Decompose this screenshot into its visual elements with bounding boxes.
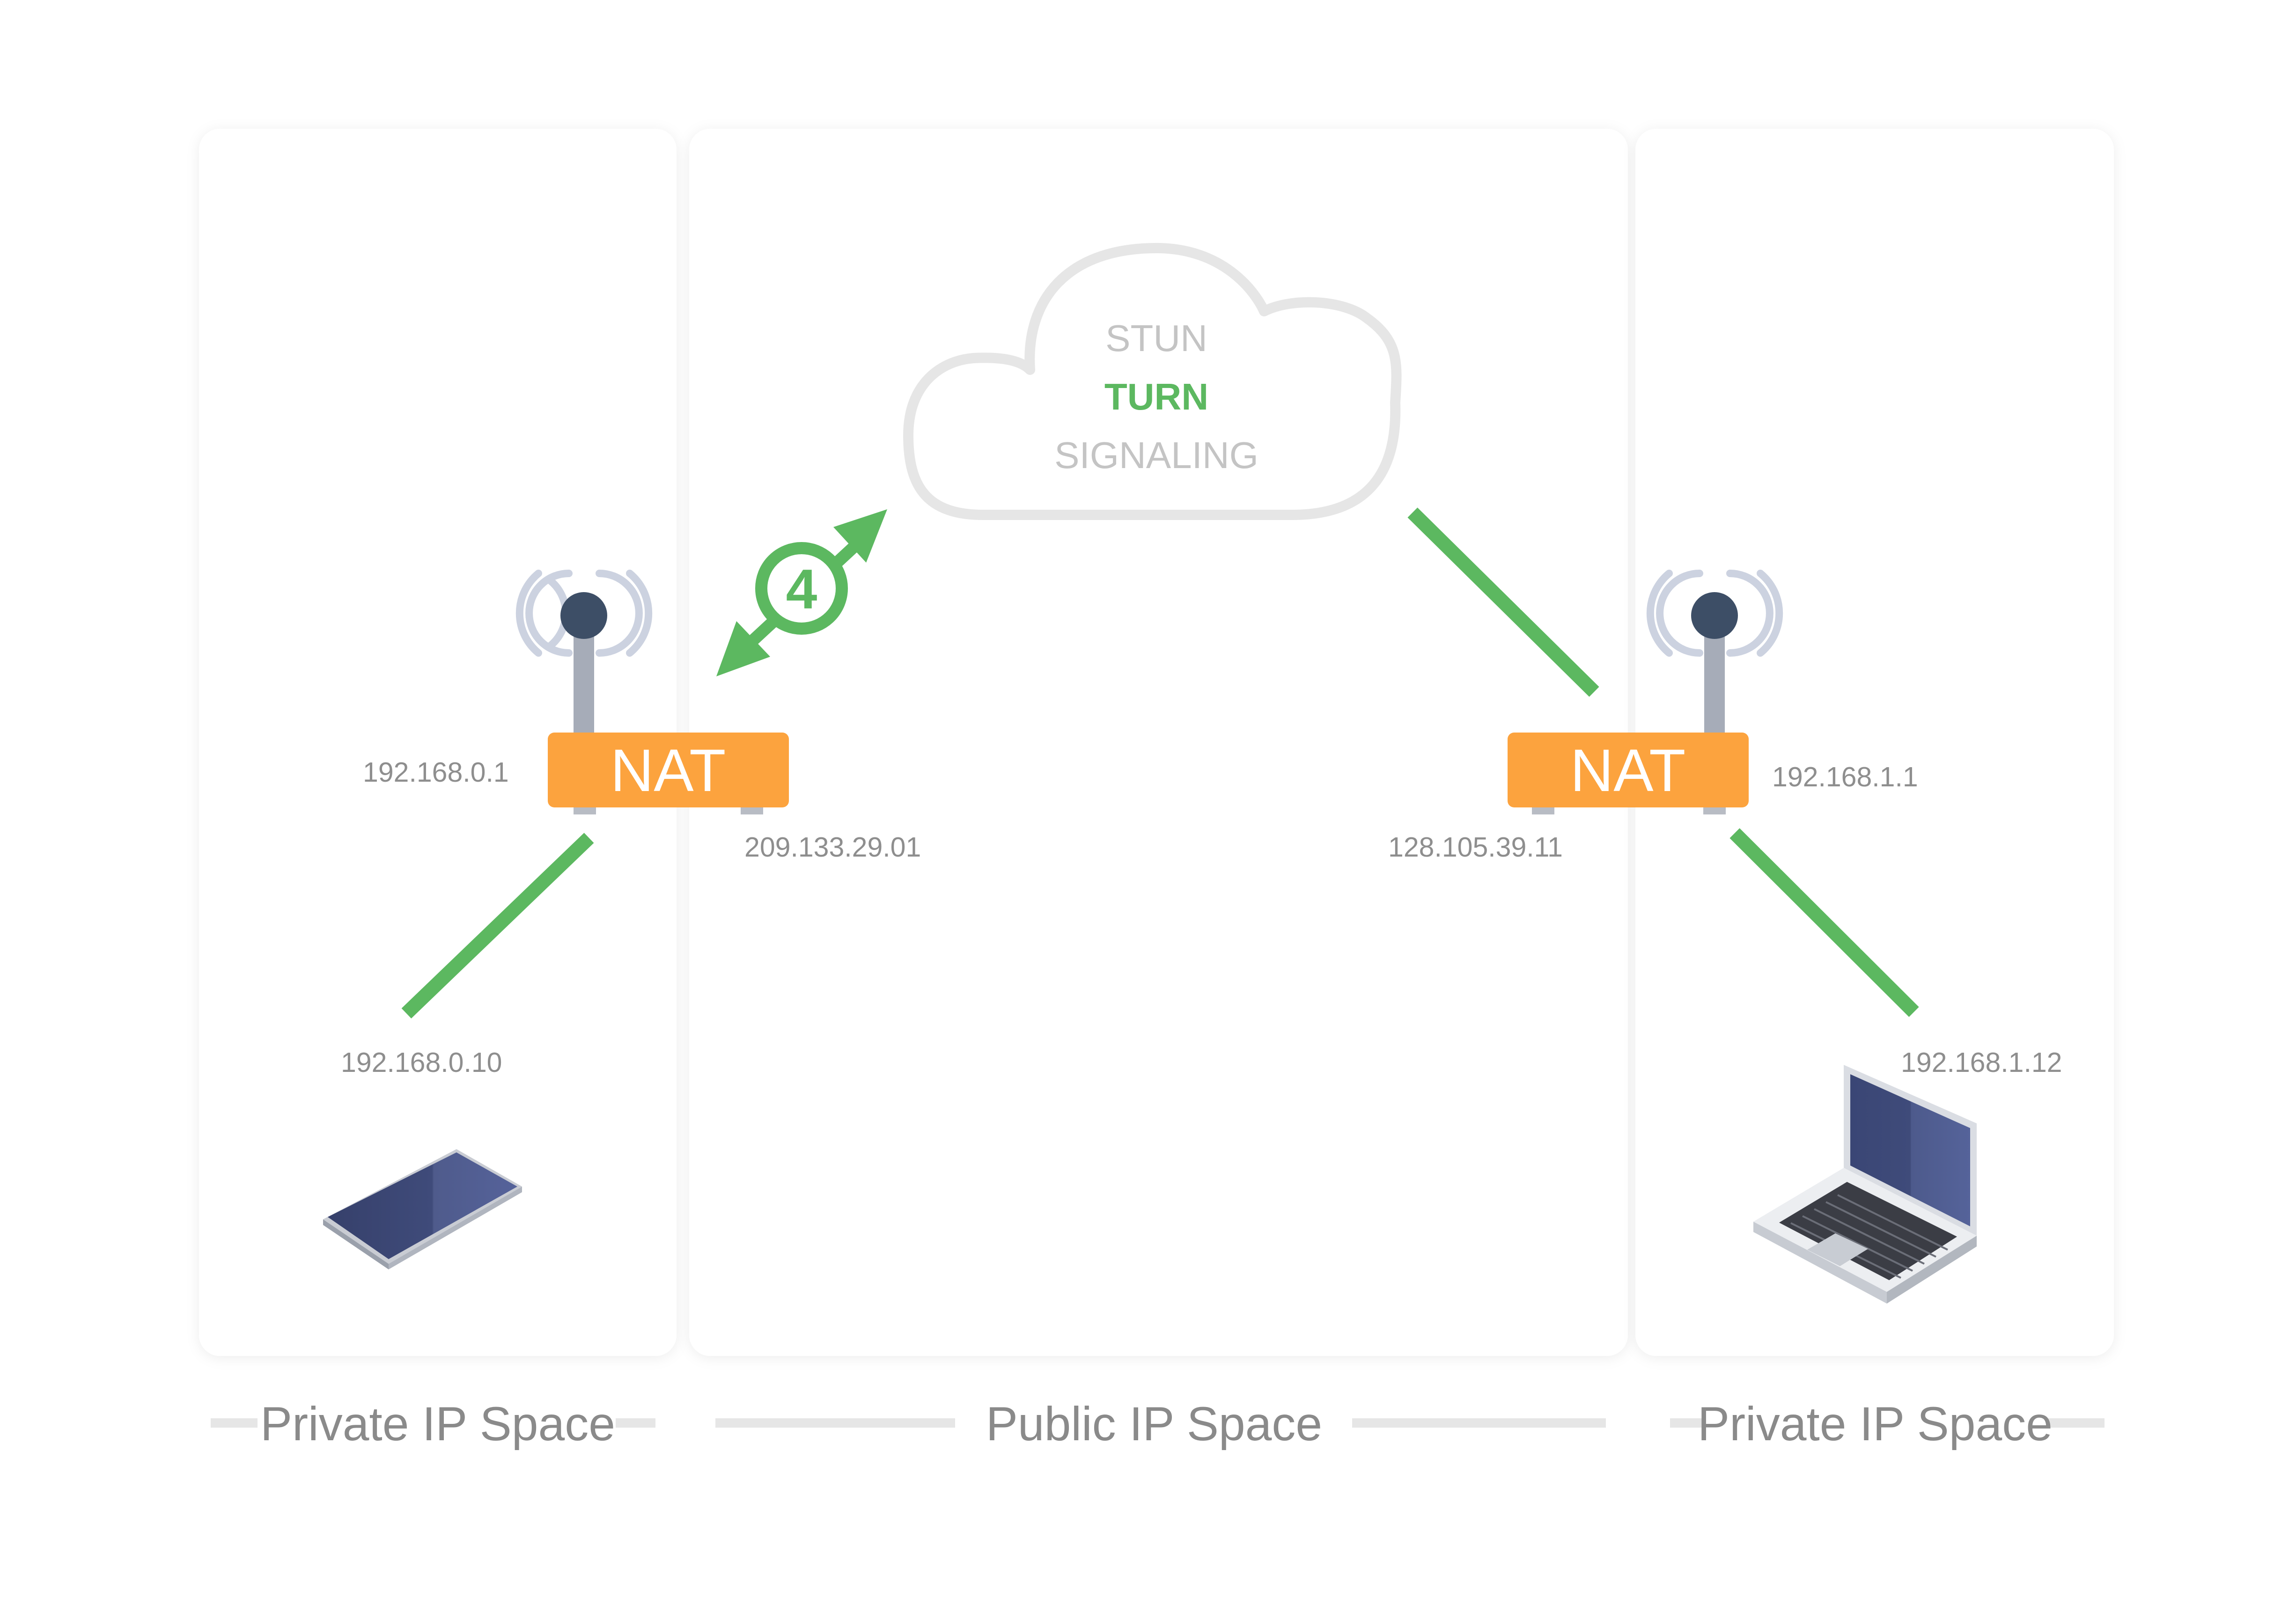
nat-label-right: NAT	[1570, 737, 1686, 804]
section-public: Public IP Space	[986, 1397, 1322, 1451]
router-left: NAT	[515, 570, 789, 814]
router-right: NAT	[1508, 570, 1783, 814]
nat-box-right	[1508, 733, 1749, 807]
panel-right-private	[1635, 129, 2114, 1356]
cloud-server: STUN TURN SIGNALING	[903, 243, 1402, 520]
left-device-ip: 192.168.0.10	[341, 1047, 502, 1078]
antenna-pole	[574, 620, 594, 743]
arrow-head-down-left-icon	[716, 621, 770, 676]
section-label-right: Private IP Space	[1670, 1397, 2105, 1451]
antenna-tip	[1691, 592, 1738, 639]
cloud-label-signaling: SIGNALING	[1054, 434, 1258, 476]
step-badge: 4	[755, 542, 848, 635]
laptop-icon	[1753, 1065, 1977, 1304]
section-label-center: Public IP Space	[715, 1397, 1606, 1451]
right-public-ip: 128.105.39.11	[1388, 832, 1563, 863]
cloud-label-stun: STUN	[1105, 317, 1207, 359]
right-device-ip: 192.168.1.12	[1901, 1047, 2062, 1078]
right-router-ip: 192.168.1.1	[1772, 762, 1918, 792]
panel-left-private	[199, 129, 677, 1356]
nat-box-left	[548, 733, 789, 807]
antenna-tip	[560, 592, 607, 639]
tablet-icon	[323, 1149, 522, 1269]
antenna-pole	[1704, 620, 1725, 743]
cloud-label-turn: TURN	[1104, 376, 1208, 418]
step-number: 4	[786, 558, 817, 621]
section-label-left: Private IP Space	[211, 1397, 655, 1451]
wifi-signal-icon	[515, 570, 653, 657]
link-left-device-nat	[401, 833, 594, 1019]
section-private-left: Private IP Space	[260, 1397, 615, 1451]
link-right-nat-device	[1729, 828, 1919, 1017]
left-router-ip: 192.168.0.1	[363, 757, 509, 788]
section-private-right: Private IP Space	[1698, 1397, 2053, 1451]
left-public-ip: 209.133.29.01	[744, 832, 921, 863]
arrow-head-up-right-icon	[833, 509, 887, 563]
wifi-signal-icon	[1646, 570, 1783, 657]
nat-label-left: NAT	[611, 737, 726, 804]
link-cloud-right-nat	[1407, 507, 1599, 697]
